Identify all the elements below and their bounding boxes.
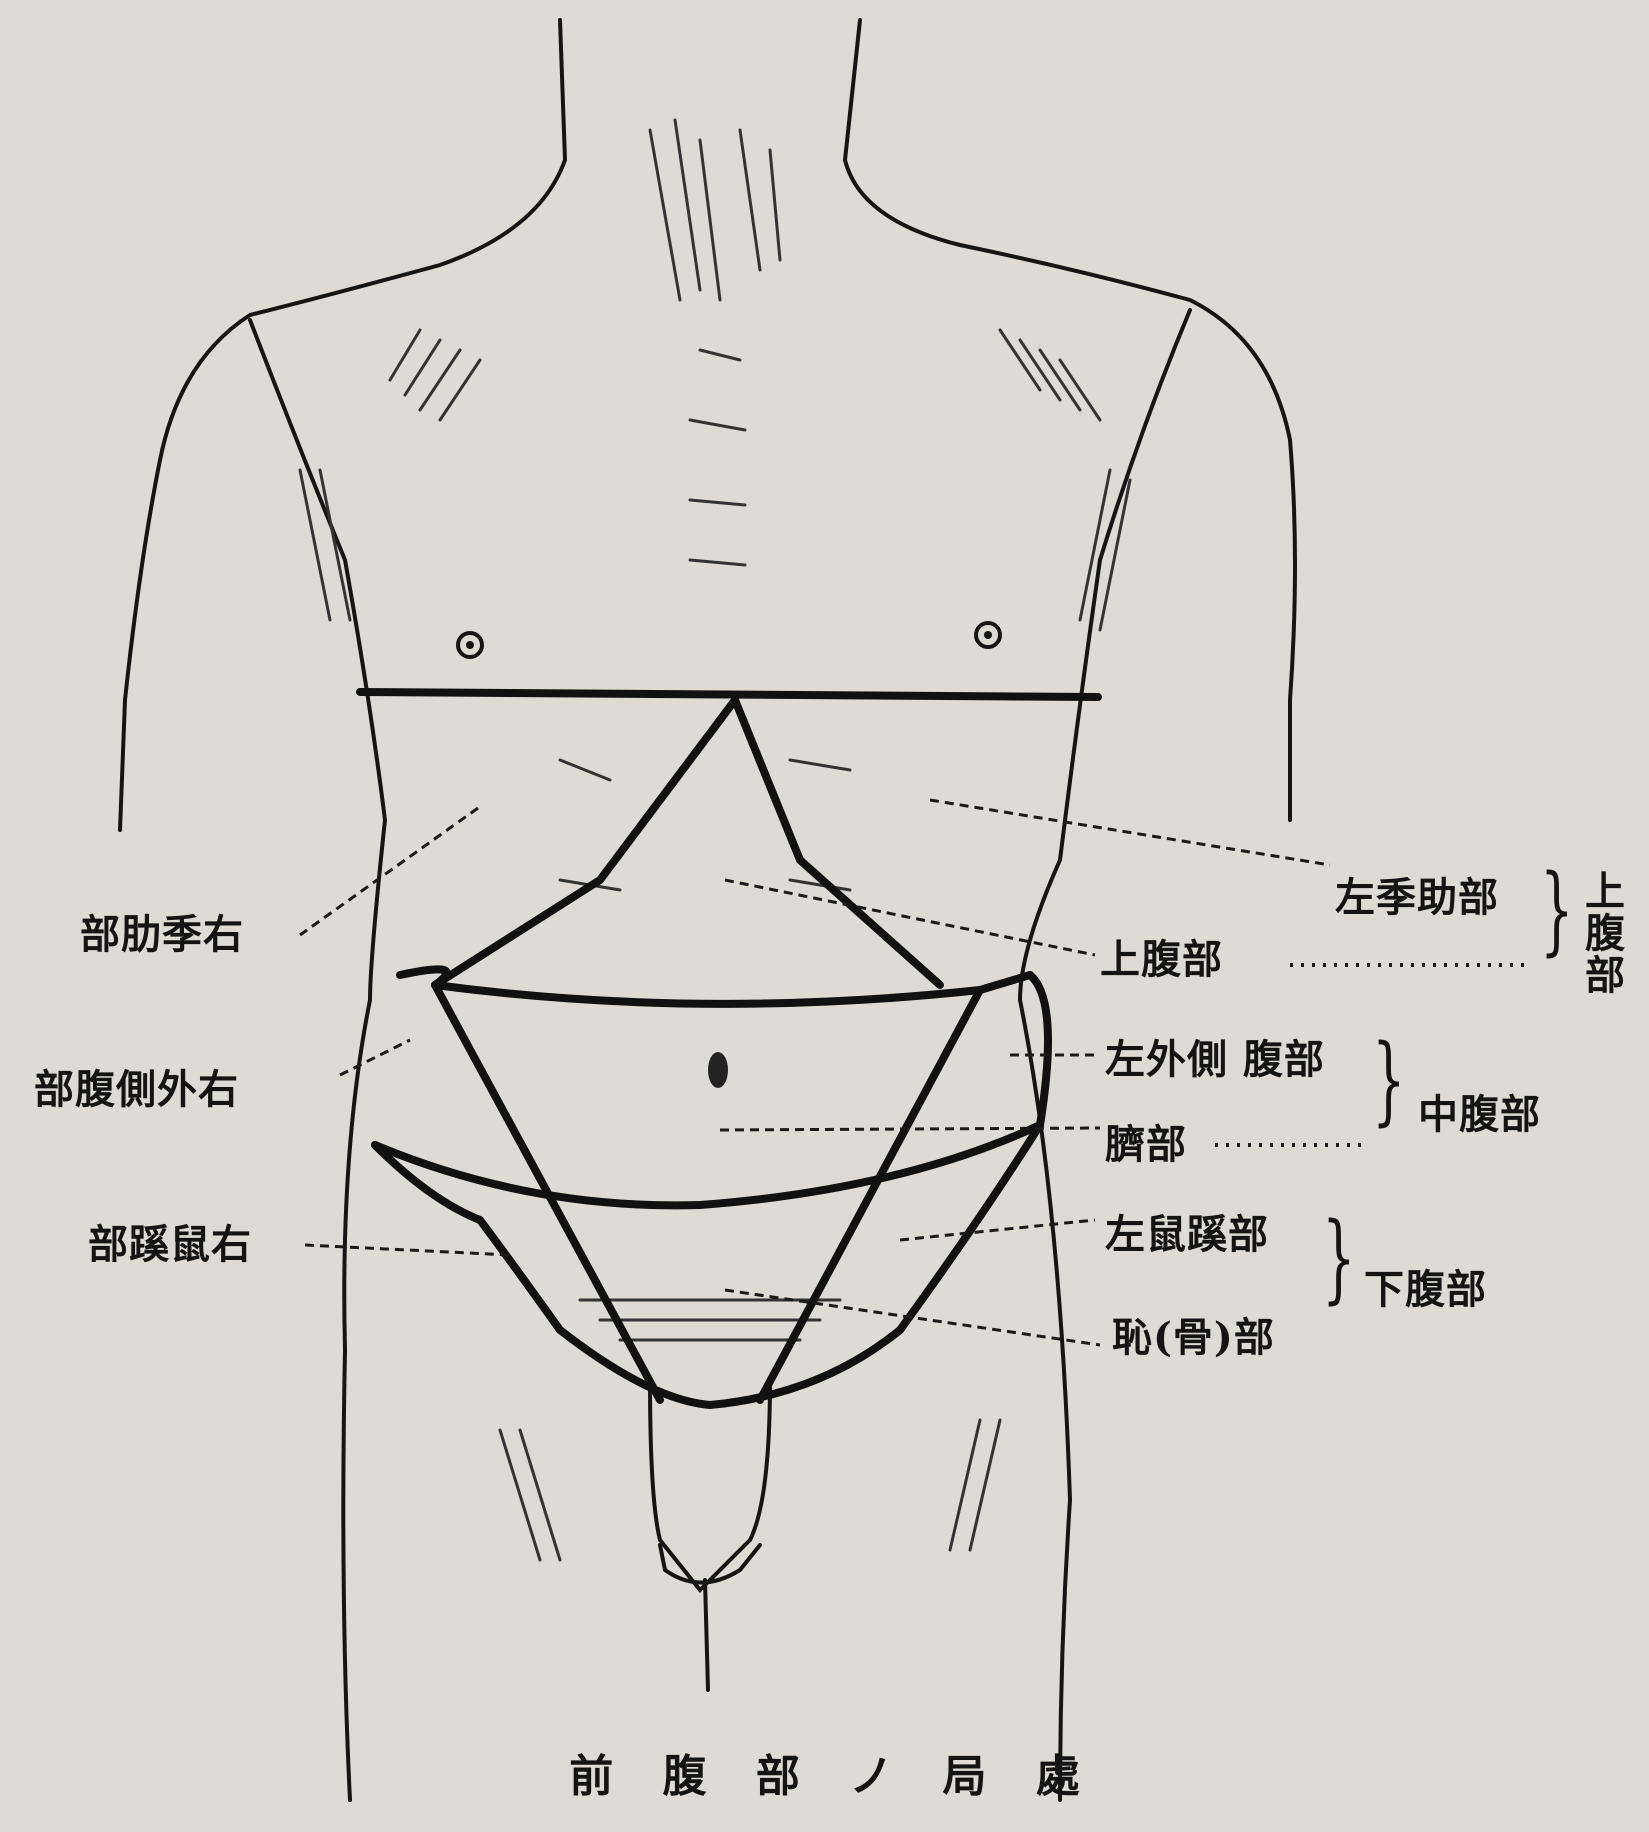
group-upper: 上腹部 bbox=[1580, 870, 1622, 996]
figure-caption: 前 腹 部 ノ 局 處 bbox=[0, 1740, 1649, 1804]
label-left-inguinal: 左鼠蹊部 bbox=[1105, 1215, 1269, 1255]
navel-icon bbox=[708, 1052, 728, 1088]
label-epigastric: 上腹部 bbox=[1100, 940, 1223, 980]
upper-group-brace: } bbox=[1540, 862, 1574, 958]
label-pubic: 恥(骨)部 bbox=[1112, 1318, 1275, 1358]
body-outline bbox=[120, 20, 1295, 1800]
shading-hatch bbox=[300, 120, 1130, 1560]
group-lower: 下腹部 bbox=[1364, 1270, 1487, 1310]
label-left-lateral: 左外側 腹部 bbox=[1105, 1040, 1325, 1080]
region-lines bbox=[360, 692, 1098, 1405]
middle-group-brace: } bbox=[1372, 1032, 1406, 1128]
label-right-hypochondriac: 部肋季右 bbox=[80, 915, 244, 955]
group-middle: 中腹部 bbox=[1418, 1095, 1541, 1135]
label-right-lateral: 部腹側外右 bbox=[34, 1070, 239, 1110]
lower-group-brace: } bbox=[1322, 1210, 1356, 1306]
label-left-hypochondriac: 左季助部 bbox=[1335, 878, 1499, 918]
label-umbilical: 臍部 bbox=[1105, 1125, 1187, 1165]
label-right-inguinal: 部蹊鼠右 bbox=[88, 1225, 252, 1265]
